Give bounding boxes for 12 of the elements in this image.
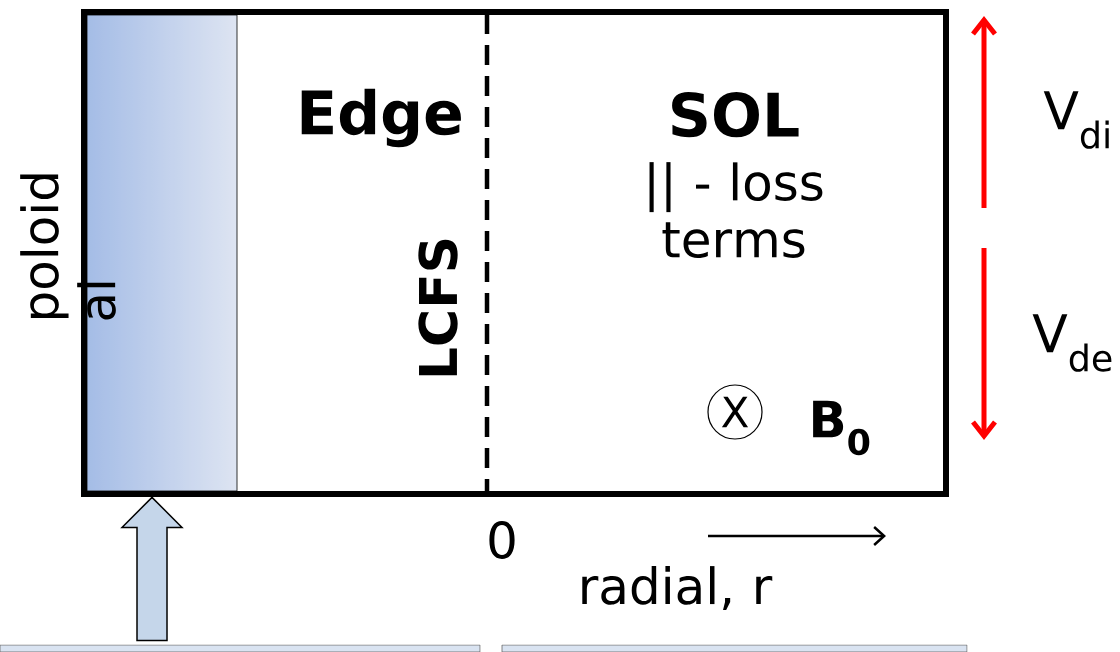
bottom-box [0,644,481,652]
symbol-label: V$_{di}$ [1043,91,1109,149]
symbol-label: V$_{de}$ [1032,314,1112,372]
block-arrow [120,496,184,642]
symbol-label: B$_{0}$ [813,400,870,456]
region-label: SOL || - loss terms [649,91,823,259]
region-label: Edge [301,88,461,148]
axis-label: radial, r [582,566,773,610]
bottom-box [501,644,968,652]
boundary-label: LCFS [418,239,458,376]
axis-label: poloid al [20,174,116,320]
tick-label: 0 [489,521,515,559]
